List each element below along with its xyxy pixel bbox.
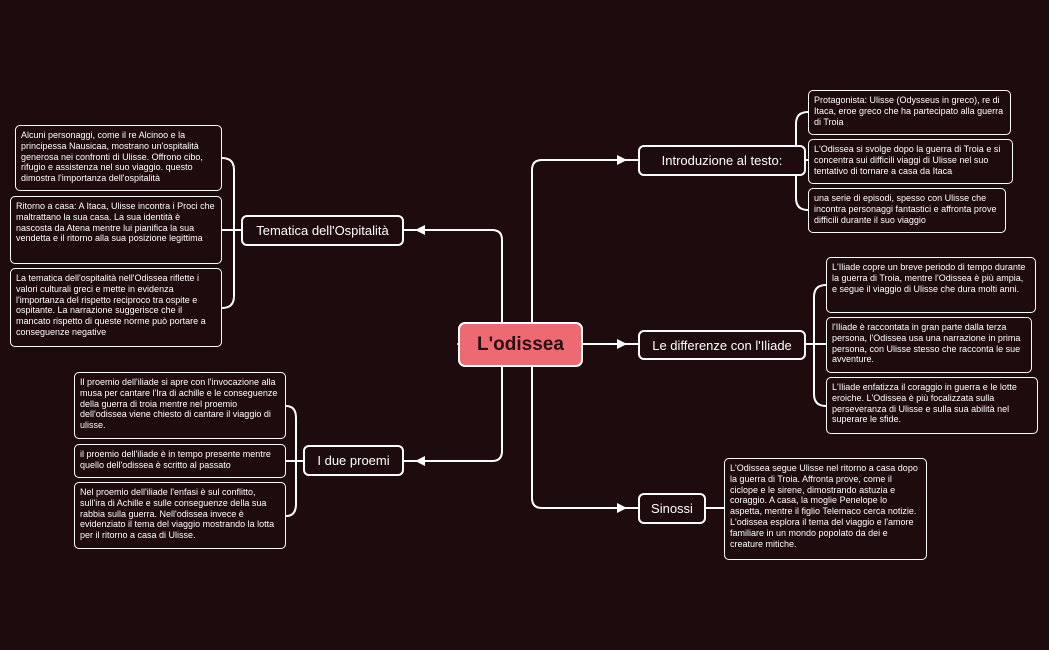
ospitalita-leaf-valori[interactable]: La tematica dell'ospitalità nell'Odissea… xyxy=(10,268,222,347)
proemi-leaf-enfasi[interactable]: Nel proemio dell'iliade l'enfasi è sul c… xyxy=(74,482,286,549)
central-topic[interactable]: L'odissea xyxy=(458,322,583,367)
intro-leaf-svolgimento[interactable]: L'Odissea si svolge dopo la guerra di Tr… xyxy=(808,139,1013,184)
topic-due-proemi[interactable]: I due proemi xyxy=(303,445,404,476)
ospitalita-leaf-ritorno[interactable]: Ritorno a casa: A Itaca, Ulisse incontra… xyxy=(10,196,222,264)
intro-leaf-protagonista[interactable]: Protagonista: Ulisse (Odysseus in greco)… xyxy=(808,90,1011,135)
differenze-leaf-tempo[interactable]: L'Iliade copre un breve periodo di tempo… xyxy=(826,257,1036,313)
proemi-leaf-tempo[interactable]: il proemio dell'iliade è in tempo presen… xyxy=(74,444,286,478)
intro-leaf-episodi[interactable]: una serie di episodi, spesso con Ulisse … xyxy=(808,188,1006,233)
differenze-leaf-temi[interactable]: L'Iliade enfatizza il coraggio in guerra… xyxy=(826,377,1038,434)
differenze-leaf-narrazione[interactable]: l'Iliade è raccontata in gran parte dall… xyxy=(826,317,1032,373)
topic-sinossi[interactable]: Sinossi xyxy=(638,493,706,524)
ospitalita-leaf-alcinoo[interactable]: Alcuni personaggi, come il re Alcinoo e … xyxy=(15,125,222,191)
proemi-leaf-invocazione[interactable]: Il proemio dell'iliade si apre con l'inv… xyxy=(74,372,286,439)
topic-differenze-iliade[interactable]: Le differenze con l'Iliade xyxy=(638,330,806,360)
topic-introduzione[interactable]: Introduzione al testo: xyxy=(638,145,806,176)
sinossi-leaf[interactable]: L'Odissea segue Ulisse nel ritorno a cas… xyxy=(724,458,927,560)
topic-ospitalita[interactable]: Tematica dell'Ospitalità xyxy=(241,215,404,246)
